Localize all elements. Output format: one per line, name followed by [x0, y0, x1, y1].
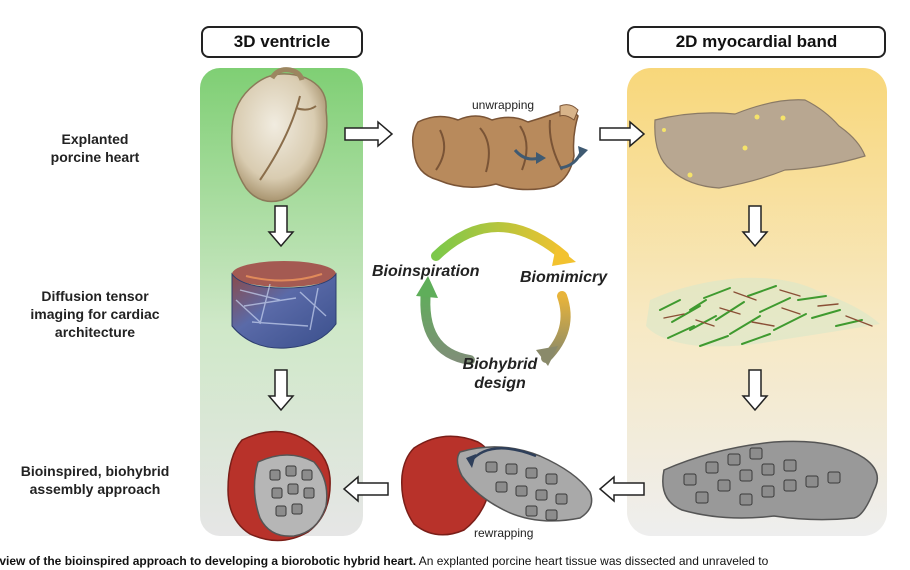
caption-bold: erview of the bioinspired approach to de… — [0, 554, 417, 568]
caption-text: An explanted porcine heart tissue was di… — [416, 554, 769, 568]
diffusion-tensor-image — [231, 261, 337, 349]
porcine-heart-image — [231, 67, 328, 203]
label-rewrapping: rewrapping — [474, 526, 534, 540]
label-bioinspiration: Bioinspiration — [372, 263, 480, 280]
arrow-rewrapping-to-assembly — [342, 475, 389, 503]
arrow-down-right-1 — [741, 205, 769, 248]
biohybrid-assembly-left-image — [227, 430, 331, 542]
arrow-unwrapping-to-band — [599, 120, 646, 148]
bioinspiration-cycle — [416, 222, 576, 366]
arrow-heart-to-unwrapping — [344, 120, 394, 148]
label-bioinspired-assembly: Bioinspired, biohybrid assembly approach — [20, 463, 170, 497]
arrow-down-left-1 — [267, 205, 295, 248]
label-biohybrid-design: Biohybrid design — [462, 356, 538, 392]
arrow-down-right-2 — [741, 369, 769, 412]
label-explanted-heart: Explanted porcine heart — [50, 131, 140, 165]
arrow-band-to-rewrapping — [598, 475, 645, 503]
label-biomimicry: Biomimicry — [520, 269, 608, 286]
label-unwrapping: unwrapping — [472, 98, 535, 112]
figure-caption: erview of the bioinspired approach to de… — [0, 552, 898, 570]
label-diffusion-tensor-imaging: Diffusion tensor imaging for cardiac arc… — [30, 288, 160, 340]
rewrapping-image — [401, 435, 593, 536]
fiber-band-image — [646, 277, 880, 347]
biohybrid-band-image — [662, 440, 879, 521]
myocardial-band-tissue-image — [654, 99, 866, 189]
arrow-down-left-2 — [267, 369, 295, 412]
title-3d-ventricle: 3D ventricle — [201, 26, 363, 58]
unwrapping-tissue-image — [411, 104, 588, 191]
title-2d-myocardial-band: 2D myocardial band — [627, 26, 886, 58]
